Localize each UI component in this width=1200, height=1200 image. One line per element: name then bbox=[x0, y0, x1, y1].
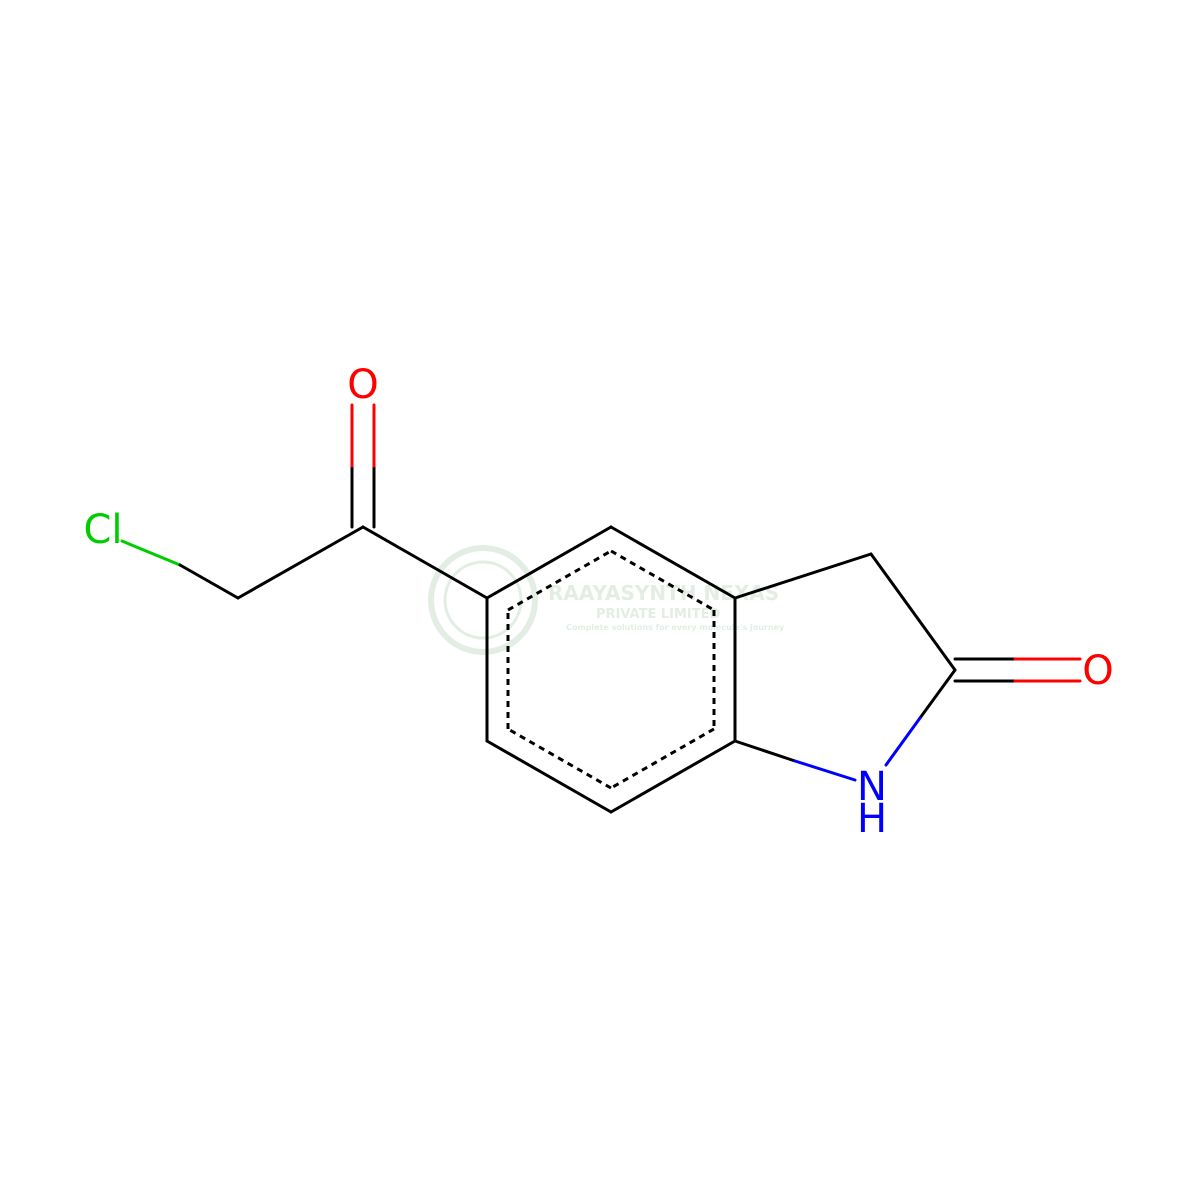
watermark-logo-ring bbox=[428, 545, 538, 655]
atom-nitrogen: N bbox=[857, 764, 887, 810]
bond-ring-5 bbox=[485, 739, 613, 814]
aromatic-dash-1 bbox=[507, 549, 612, 612]
aromatic-dash-4 bbox=[610, 727, 715, 790]
aromatic-inner-ring bbox=[506, 549, 716, 790]
bond-carbonyl-ring bbox=[361, 525, 489, 600]
bond-c7a-n-black bbox=[733, 739, 797, 763]
atom-ketone-oxygen: O bbox=[347, 362, 378, 408]
bond-ring-1 bbox=[485, 525, 613, 600]
aromatic-dash-2 bbox=[610, 549, 715, 612]
bond-ch2-carbonyl bbox=[236, 525, 365, 600]
bond-cl-ch2-green bbox=[120, 539, 182, 567]
atom-chlorine: Cl bbox=[83, 507, 122, 553]
watermark-company: RAAYASYNTH NEXAS bbox=[548, 581, 779, 605]
atom-nitrogen-hydrogen: H bbox=[857, 796, 887, 842]
watermark: RAAYASYNTH NEXAS PRIVATE LIMITED Complet… bbox=[428, 545, 785, 655]
bond-c2-n-blue bbox=[884, 716, 922, 767]
watermark-subtitle: PRIVATE LIMITED bbox=[596, 607, 721, 622]
atom-lactam-oxygen: O bbox=[1082, 648, 1113, 694]
watermark-logo-inner bbox=[443, 560, 523, 640]
bonds bbox=[120, 403, 1082, 814]
bond-c3a-c3 bbox=[733, 552, 873, 600]
aromatic-dash-5 bbox=[507, 727, 612, 790]
bond-c7a-n-blue bbox=[793, 759, 857, 782]
watermark-tagline: Complete solutions for every molecule's … bbox=[566, 623, 785, 632]
bond-cl-ch2-black bbox=[178, 563, 240, 600]
bond-ring-4 bbox=[609, 739, 737, 814]
bond-ring-2 bbox=[609, 525, 737, 600]
bond-c2-n-black bbox=[918, 668, 957, 720]
bond-c3-c2 bbox=[869, 552, 957, 672]
